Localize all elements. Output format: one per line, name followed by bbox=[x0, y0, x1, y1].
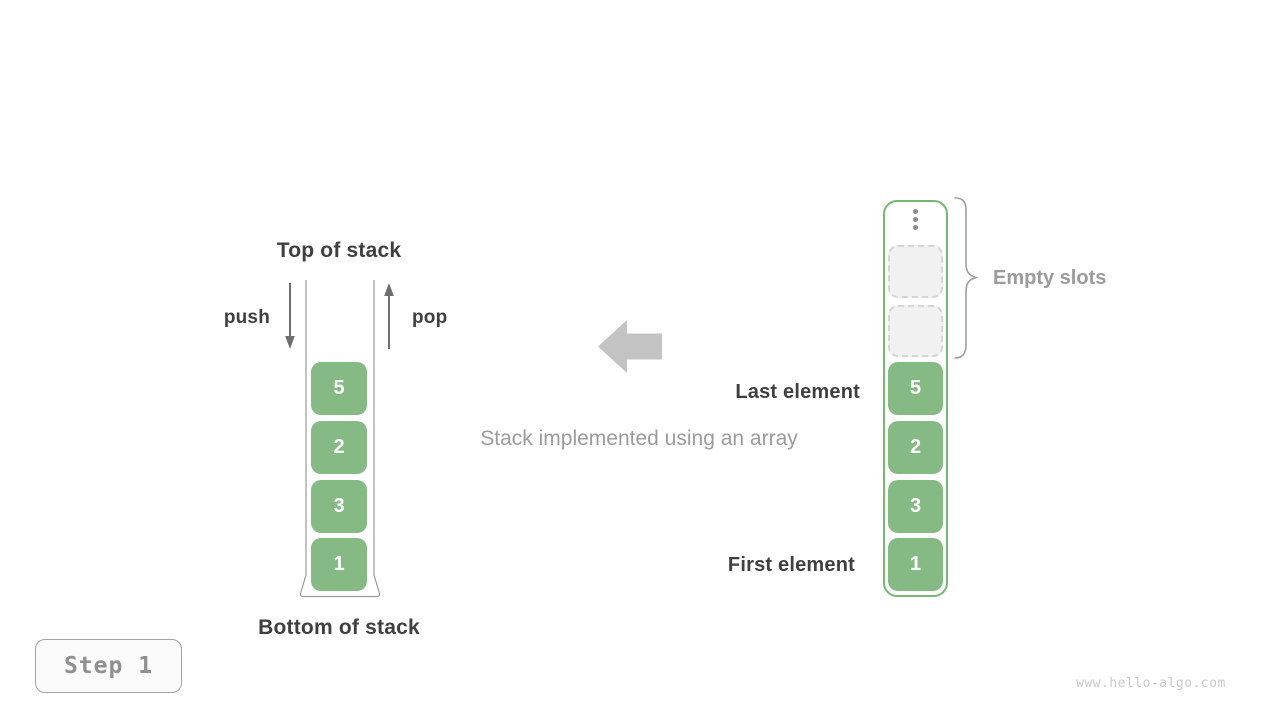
array-cell: 1 bbox=[888, 538, 943, 591]
brace-icon bbox=[954, 197, 980, 359]
array-cell: 3 bbox=[888, 480, 943, 533]
figure-caption: Stack implemented using an array bbox=[480, 427, 798, 450]
stack-cell: 3 bbox=[311, 480, 367, 533]
stack-cell: 1 bbox=[311, 538, 367, 591]
first-element-label: First element bbox=[727, 554, 855, 576]
stack-cell: 5 bbox=[311, 362, 367, 415]
empty-slot bbox=[888, 305, 943, 357]
watermark: www.hello-algo.com bbox=[1076, 676, 1226, 691]
ellipsis-icon bbox=[913, 209, 918, 230]
array-cell: 5 bbox=[888, 362, 943, 415]
empty-slot bbox=[888, 245, 943, 298]
step-badge: Step 1 bbox=[35, 639, 182, 693]
last-element-label: Last element bbox=[735, 381, 860, 403]
bottom-of-stack-label: Bottom of stack bbox=[258, 616, 420, 639]
top-of-stack-label: Top of stack bbox=[276, 239, 402, 262]
stack-container-outline bbox=[297, 280, 383, 602]
array-cell: 2 bbox=[888, 421, 943, 474]
left-arrow-icon bbox=[598, 320, 662, 373]
empty-slots-label: Empty slots bbox=[993, 267, 1107, 289]
pop-arrow-icon bbox=[381, 283, 397, 349]
pop-label: pop bbox=[412, 307, 448, 328]
push-arrow-icon bbox=[282, 283, 298, 349]
stack-cell: 2 bbox=[311, 421, 367, 474]
push-label: push bbox=[223, 307, 270, 328]
